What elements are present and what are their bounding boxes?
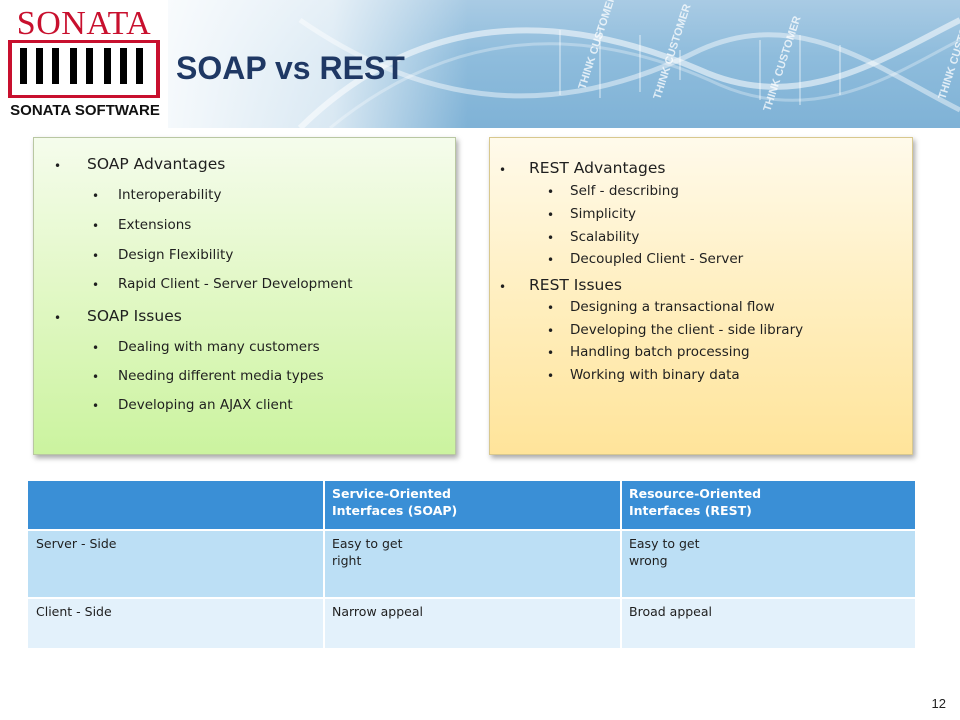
table-cell: Broad appeal xyxy=(621,599,915,648)
soap-advantage-item: Rapid Client - Server Development xyxy=(118,276,353,292)
rest-issue-item: Designing a transactional flow xyxy=(570,299,775,315)
bullet-icon: • xyxy=(92,341,100,355)
rest-advantage-item: Simplicity xyxy=(570,206,636,222)
bullet-icon: • xyxy=(92,249,100,263)
bullet-icon: • xyxy=(547,185,555,199)
page-number: 12 xyxy=(931,696,946,711)
table-header-soap: Service-Oriented Interfaces (SOAP) xyxy=(324,481,621,529)
rest-issue-item: Developing the client - side library xyxy=(570,322,804,338)
bullet-icon: • xyxy=(54,311,62,325)
bullet-icon: • xyxy=(547,369,555,383)
table-divider xyxy=(28,529,915,531)
bullet-icon: • xyxy=(92,189,100,203)
logo-name: SONATA xyxy=(16,5,152,42)
bullet-icon: • xyxy=(547,346,555,360)
bullet-icon: • xyxy=(92,399,100,413)
table-header-rest: Resource-Oriented Interfaces (REST) xyxy=(621,481,915,529)
bullet-icon: • xyxy=(547,301,555,315)
bullet-icon: • xyxy=(547,324,555,338)
rest-advantage-item: Scalability xyxy=(570,229,640,245)
soap-advantage-item: Design Flexibility xyxy=(118,247,234,263)
comparison-table: Service-Oriented Interfaces (SOAP) Resou… xyxy=(28,481,915,648)
rest-advantage-item: Self - describing xyxy=(570,183,679,199)
table-cell-row-label: Client - Side xyxy=(28,599,324,648)
bullet-icon: • xyxy=(547,208,555,222)
banner-watermark-text: THINK CUSTOMER xyxy=(761,15,803,113)
rest-issue-item: Working with binary data xyxy=(570,367,740,383)
bullet-icon: • xyxy=(499,280,507,294)
rest-advantages-heading: REST Advantages xyxy=(529,159,666,177)
table-divider xyxy=(620,481,622,648)
soap-issue-item: Needing different media types xyxy=(118,368,324,384)
piano-keys-icon xyxy=(8,40,160,98)
table-header-cell xyxy=(28,481,324,529)
soap-advantage-item: Extensions xyxy=(118,217,192,233)
table-cell: Easy to get right xyxy=(324,531,621,597)
bullet-icon: • xyxy=(547,231,555,245)
table-divider xyxy=(28,597,915,599)
bullet-icon: • xyxy=(92,219,100,233)
soap-advantages-heading: SOAP Advantages xyxy=(87,155,226,173)
table-cell: Narrow appeal xyxy=(324,599,621,648)
bullet-icon: • xyxy=(92,370,100,384)
soap-box: • SOAP Advantages • Interoperability • E… xyxy=(33,137,456,455)
bullet-icon: • xyxy=(499,163,507,177)
bullet-icon: • xyxy=(547,253,555,267)
rest-issues-heading: REST Issues xyxy=(529,276,622,294)
logo-subtitle: SONATA SOFTWARE xyxy=(10,102,160,119)
company-logo: SONATA SONATA SOFTWARE xyxy=(0,0,168,128)
table-cell: Easy to get wrong xyxy=(621,531,915,597)
bullet-icon: • xyxy=(92,278,100,292)
banner-highlight xyxy=(168,0,468,128)
rest-advantage-item: Decoupled Client - Server xyxy=(570,251,744,267)
table-divider xyxy=(323,481,325,648)
table-cell-row-label: Server - Side xyxy=(28,531,324,597)
bullet-icon: • xyxy=(54,159,62,173)
soap-issue-item: Developing an AJAX client xyxy=(118,397,293,413)
slide-title: SOAP vs REST xyxy=(176,50,405,86)
soap-issues-heading: SOAP Issues xyxy=(87,307,182,325)
soap-issue-item: Dealing with many customers xyxy=(118,339,320,355)
rest-issue-item: Handling batch processing xyxy=(570,344,750,360)
rest-box: • REST Advantages • Self - describing • … xyxy=(489,137,913,455)
soap-advantage-item: Interoperability xyxy=(118,187,222,203)
header-banner: THINK CUSTOMER THINK CUSTOMER THINK CUST… xyxy=(0,0,960,128)
